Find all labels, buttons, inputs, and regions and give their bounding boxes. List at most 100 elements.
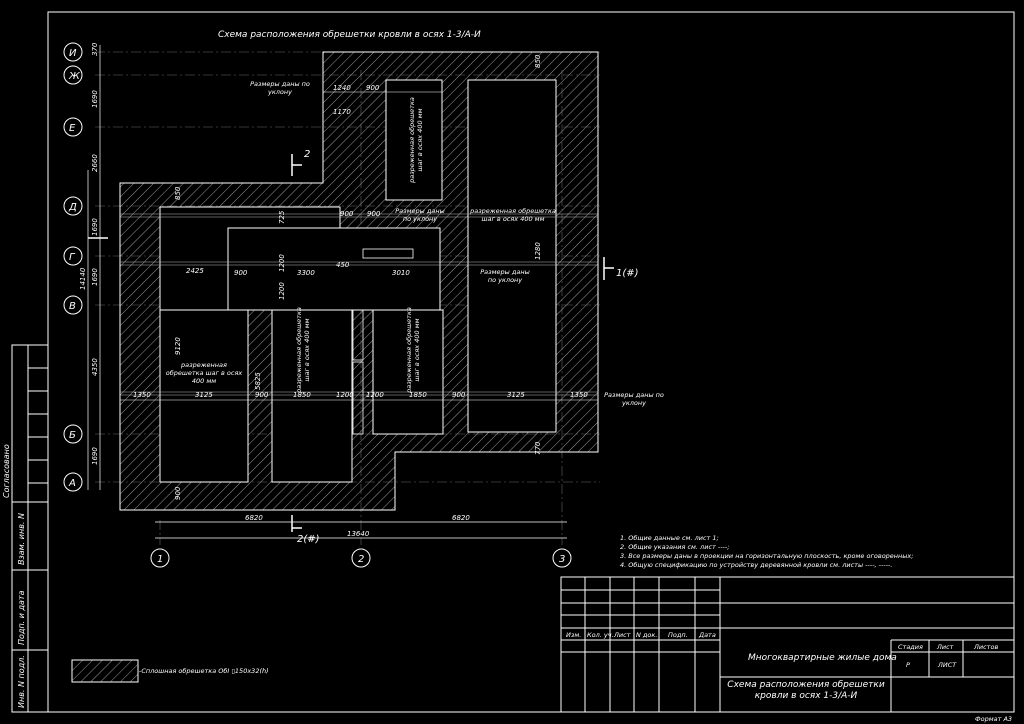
side-label-replace: Взам. инв. N [17, 513, 26, 565]
dim-inner-12: 1200 [278, 282, 286, 300]
dim-inner-10: 9120 [174, 337, 182, 355]
axis-row-e: Е [69, 123, 76, 134]
dim-inner-6: 900 [340, 210, 354, 218]
side-label-sign-date: Подп. и дата [17, 590, 26, 645]
stamp-sheet-label: Лист [936, 643, 954, 651]
dim-left-3: 1690 [91, 218, 99, 236]
stamp-project: Многоквартирные жилые дома [748, 653, 897, 663]
dim-inner-8: 725 [278, 210, 286, 224]
dim-top-0: 1240 [333, 84, 351, 92]
stamp-col-sheet: Лист [613, 631, 631, 639]
stamp-stage-value: Р [906, 661, 910, 669]
axis-col-2: 2 [358, 554, 364, 565]
side-label-inv: Инв. N подл. [17, 655, 26, 708]
dim-mid-4: 1200 [336, 391, 354, 399]
ridge-element-mid [352, 309, 364, 361]
dim-top-1: 900 [366, 84, 380, 92]
dim-left-2: 2660 [91, 154, 99, 172]
dim-left-total: 14140 [79, 267, 87, 290]
axis-row-a: А [68, 478, 76, 489]
dim-left-1: 1690 [91, 90, 99, 108]
stamp-col-change: Изм. [566, 631, 581, 639]
label-sparse-mid-vertical: разреженная обрешетка шаг в осях 400 мм [295, 307, 311, 393]
dim-inner-4: 450 [336, 261, 350, 269]
axis-row-b: Б [69, 430, 76, 441]
dim-inner-5: 3010 [392, 269, 410, 277]
axis-row-v: В [69, 301, 76, 312]
stamp-sheets-label: Листов [973, 643, 998, 651]
dim-inner-3: 3300 [297, 269, 315, 277]
section-label-1-right: 1(#) [616, 268, 639, 279]
note-1: 1. Общие данные см. лист 1; [620, 534, 719, 542]
dim-bottom-1: 6820 [452, 514, 470, 522]
axis-row-g: Г [69, 252, 76, 263]
dim-left-4: 1690 [91, 268, 99, 286]
label-slope-right: Размеры даны по уклону [480, 268, 530, 284]
dim-inner-15: 770 [534, 441, 542, 455]
stamp-sheet-value: ЛИСТ [937, 661, 957, 669]
sparse-lathing-areas [159, 79, 557, 483]
section-mark-1-right [603, 257, 614, 280]
section-label-2-top: 2 [304, 149, 310, 160]
stamp-sheet-title: Схема расположения обрешетки кровли в ос… [727, 680, 885, 701]
dim-inner-9: 1280 [534, 242, 542, 260]
row-axis-markers [63, 42, 83, 492]
legend-text: -Сплошная обрешетка ОбI ▯150x32(h) [139, 667, 269, 675]
stamp-col-doc: N док. [636, 631, 657, 639]
dim-inner-13: 850 [174, 186, 182, 200]
stamp-col-count: Кол. уч. [587, 631, 614, 639]
dim-inner-7: 900 [367, 210, 381, 218]
lathing-lines [120, 213, 598, 396]
dim-mid-5: 1200 [366, 391, 384, 399]
axis-row-d: Д [68, 202, 77, 213]
dim-top-2: 1170 [333, 108, 351, 116]
axis-row-zh: Ж [68, 71, 81, 82]
legend-hatch-swatch [71, 659, 139, 683]
label-sparse-right-vertical: разреженная обрешетка шаг в осях 400 мм [405, 307, 421, 393]
format-label: Формат А3 [975, 715, 1012, 723]
ridge-element-bottom [352, 361, 364, 435]
stamp-col-sign: Подп. [668, 631, 688, 639]
dim-mid-9: 1350 [570, 391, 588, 399]
dim-mid-7: 900 [452, 391, 466, 399]
dim-left-0: 370 [91, 42, 99, 56]
dim-mid-8: 3125 [507, 391, 525, 399]
section-mark-2-bottom [291, 515, 302, 532]
drawing-title: Схема расположения обрешетки кровли в ос… [218, 30, 481, 40]
label-sparse-right: разреженная обрешетка шаг в осях 400 мм [470, 207, 556, 223]
dim-top-3: 850 [534, 54, 542, 68]
dim-inner-2: 1200 [278, 254, 286, 272]
dim-mid-2: 900 [255, 391, 269, 399]
label-sparse-left: разреженная обрешетка шаг в осях 400 мм [165, 361, 243, 383]
dim-mid-6: 1850 [409, 391, 427, 399]
stamp-col-date: Дата [698, 631, 716, 639]
dim-left-7: 1690 [91, 447, 99, 465]
side-stamp [11, 344, 49, 713]
col-axis-markers [150, 548, 572, 568]
label-slope-mid: Размеры даны по уклону [395, 207, 445, 223]
label-slope-outside: Размеры даны по уклону [604, 391, 664, 407]
label-slope-top: Размеры даны по уклону [250, 80, 310, 96]
dim-inner-11: 5825 [254, 372, 262, 390]
dim-mid-3: 1850 [293, 391, 311, 399]
dim-inner-14: 900 [174, 486, 182, 500]
axis-row-i: И [69, 48, 77, 59]
label-sparse-top-vertical: разреженная обрешетка шаг в осях 400 мм [408, 97, 424, 183]
side-label-agreed: Согласовано [2, 444, 11, 498]
dim-mid-1: 3125 [195, 391, 213, 399]
section-label-2-bottom: 2(#) [297, 534, 320, 545]
note-2: 2. Общие указания см. лист ----; [620, 543, 729, 551]
dim-inner-1: 900 [234, 269, 248, 277]
stamp-stage-label: Стадия [898, 643, 923, 651]
dim-bottom-0: 6820 [245, 514, 263, 522]
axis-col-1: 1 [157, 554, 163, 565]
note-4: 4. Общую спецификацию по устройству дере… [620, 561, 892, 569]
label-slope-top-text: Размеры даны по уклону [250, 80, 310, 96]
section-mark-2-top [291, 154, 302, 176]
dim-inner-0: 2425 [186, 267, 204, 275]
ridge-element-top [362, 248, 414, 259]
title-block [560, 576, 1015, 713]
axis-col-3: 3 [559, 554, 565, 565]
dim-mid-0: 1350 [133, 391, 151, 399]
